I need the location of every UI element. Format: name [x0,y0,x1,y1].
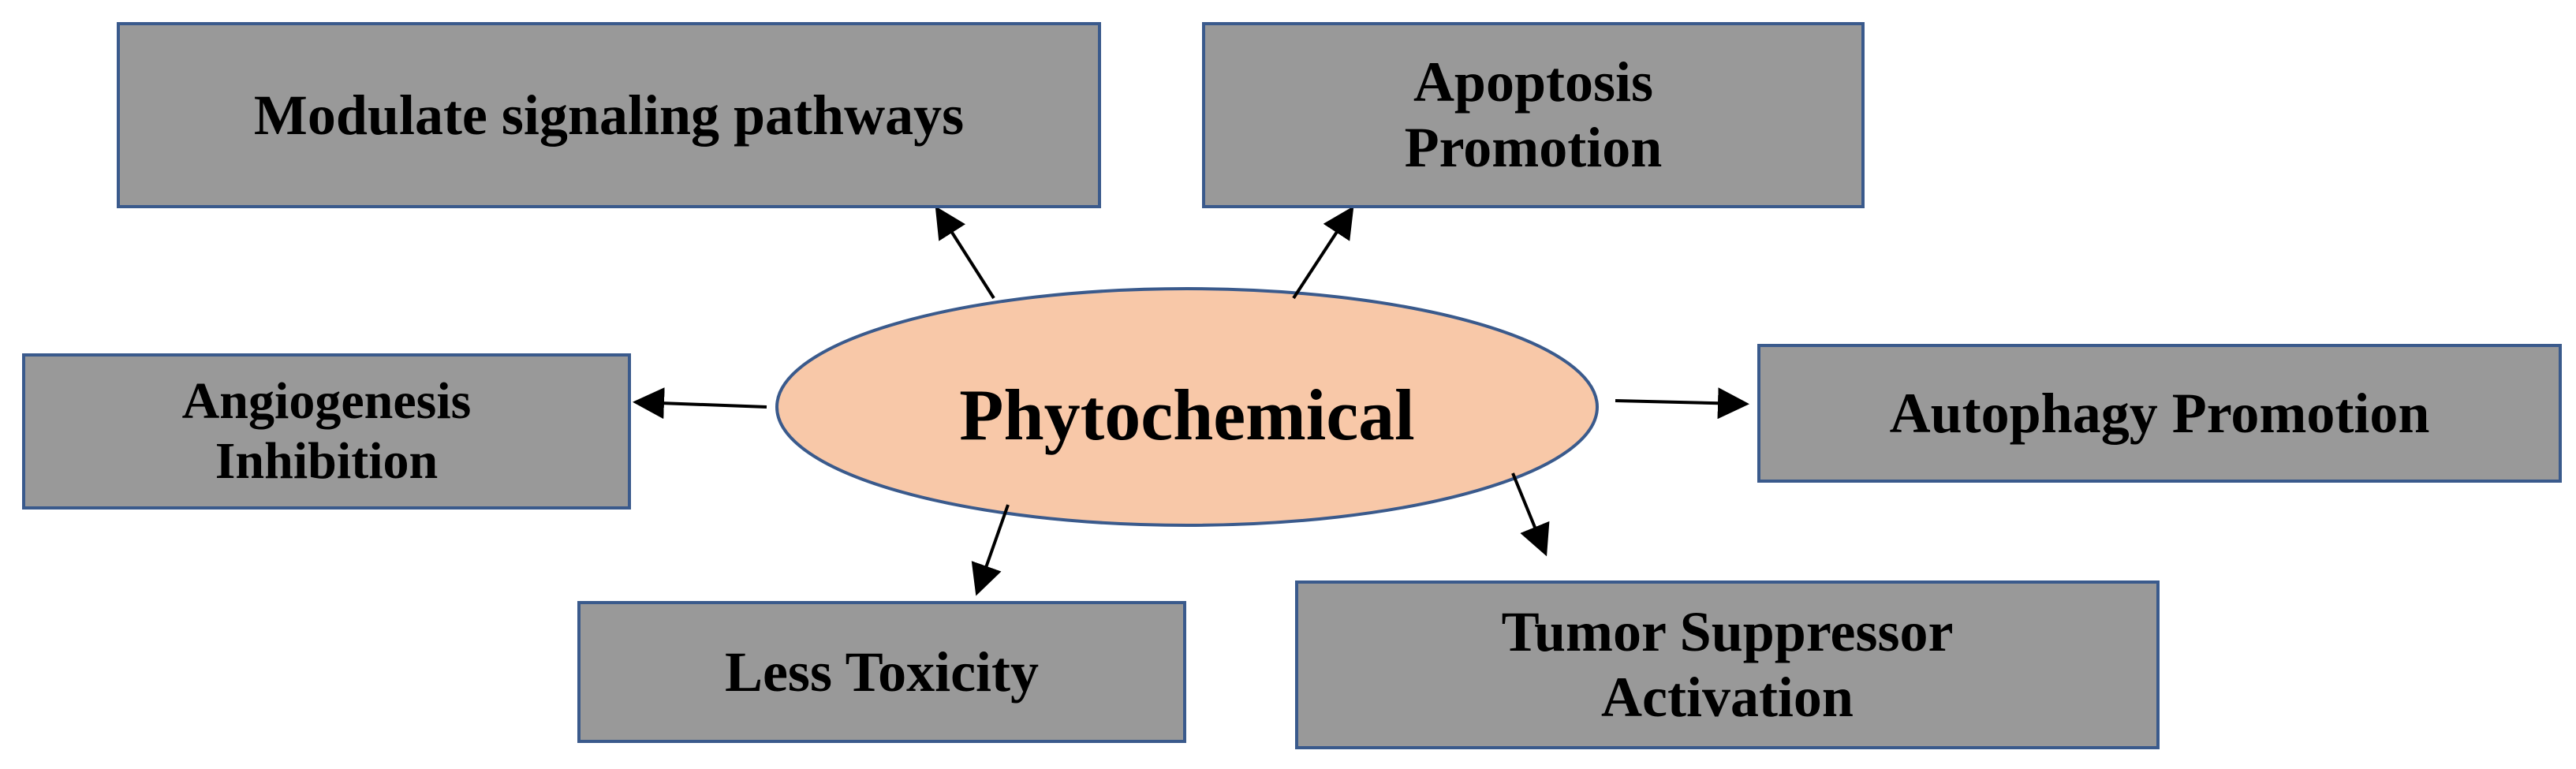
arrow-to-modulate [935,206,995,300]
arrow-to-apoptosis [1292,206,1354,300]
apoptosis-promotion-box: Apoptosis Promotion [1202,22,1865,208]
modulate-signaling-box: Modulate signaling pathways [117,22,1101,208]
angiogenesis-label-line2: Inhibition [215,432,439,490]
autophagy-label: Autophagy Promotion [1889,381,2430,445]
arrow-to-autophagy [1615,387,1749,420]
tumor-suppressor-box: Tumor Suppressor Activation [1295,580,2160,749]
phytochemical-label: Phytochemical [959,375,1415,455]
modulate-signaling-label: Modulate signaling pathways [253,83,965,147]
apoptosis-label-line1: Apoptosis [1413,50,1654,114]
angiogenesis-inhibition-box: Angiogenesis Inhibition [22,353,631,510]
arrow-to-tumor [1511,472,1550,557]
tumor-label-line2: Activation [1601,666,1854,729]
arrow-to-angiogenesis [633,387,767,420]
less-toxicity-label: Less Toxicity [724,640,1040,704]
phytochemical-ellipse [775,287,1599,527]
less-toxicity-box: Less Toxicity [577,601,1186,743]
tumor-label-line1: Tumor Suppressor [1501,600,1954,664]
angiogenesis-label-line1: Angiogenesis [181,372,472,431]
arrows [633,206,1749,596]
autophagy-promotion-box: Autophagy Promotion [1757,344,2562,483]
apoptosis-label-line2: Promotion [1404,116,1663,179]
arrow-to-less-toxicity [971,504,1010,596]
